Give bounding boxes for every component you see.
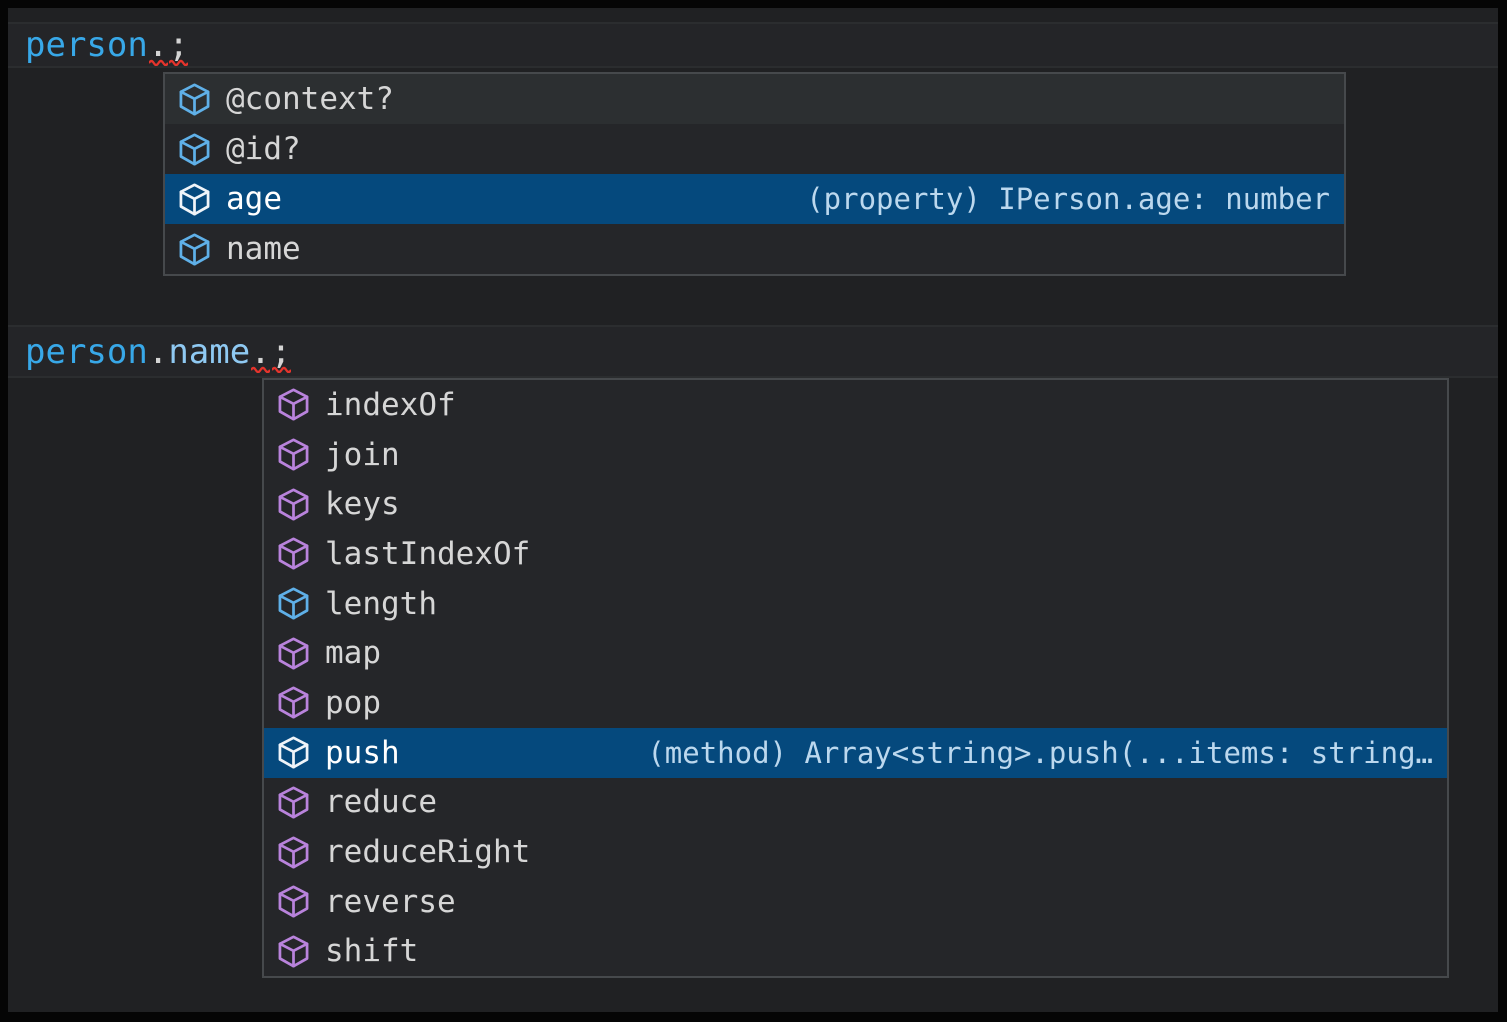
suggestion-item-id[interactable]: @id?	[165, 124, 1344, 174]
suggest-widget-person: @context? @id?	[163, 72, 1346, 276]
symbol-cube-icon	[175, 180, 213, 218]
token-semicolon-error: ;	[168, 25, 189, 66]
symbol-cube-icon	[274, 833, 312, 871]
symbol-cube-icon	[274, 634, 312, 672]
suggestion-item-push[interactable]: push (method) Array<string>.push(...item…	[264, 727, 1447, 778]
suggestion-item-join[interactable]: join	[264, 430, 1447, 480]
symbol-cube-icon	[175, 80, 213, 118]
suggestion-item-map[interactable]: map	[264, 628, 1447, 678]
symbol-cube-icon	[274, 783, 312, 821]
error-squiggle-icon	[251, 366, 271, 373]
suggestion-label: join	[325, 436, 400, 473]
suggestion-item-indexof[interactable]: indexOf	[264, 380, 1447, 430]
editor-line-2[interactable]: person.name.;	[8, 325, 1498, 378]
token-property-name: name	[168, 331, 251, 372]
symbol-cube-icon	[175, 130, 213, 168]
symbol-cube-icon	[274, 386, 312, 424]
suggestion-detail: (property) IPerson.age: number	[806, 182, 1330, 216]
suggestion-label: pop	[325, 684, 381, 721]
suggestion-label: reduce	[325, 784, 437, 821]
suggestion-label: @context?	[226, 81, 394, 117]
suggestion-item-reduce[interactable]: reduce	[264, 778, 1447, 828]
suggestion-label: name	[226, 231, 301, 267]
suggestion-label: shift	[325, 933, 419, 970]
suggestion-label: age	[226, 181, 282, 217]
token-dot: .	[147, 331, 169, 372]
symbol-cube-icon	[274, 684, 312, 722]
suggestion-item-lastindexof[interactable]: lastIndexOf	[264, 529, 1447, 579]
error-squiggle-icon	[169, 59, 189, 66]
symbol-cube-icon	[175, 230, 213, 268]
error-squiggle-icon	[148, 59, 168, 66]
symbol-cube-icon	[274, 932, 312, 970]
token-dot-error: .	[250, 331, 271, 373]
symbol-cube-icon	[274, 485, 312, 523]
suggestion-label: reverse	[325, 883, 456, 920]
suggestion-label: keys	[325, 486, 400, 523]
token-semicolon-error: ;	[270, 331, 292, 373]
suggestion-item-length[interactable]: length	[264, 579, 1447, 629]
suggest-widget-name: indexOf join	[262, 378, 1449, 979]
suggestion-item-reduceright[interactable]: reduceRight	[264, 827, 1447, 877]
suggestion-item-reverse[interactable]: reverse	[264, 877, 1447, 927]
symbol-cube-icon	[274, 436, 312, 474]
suggestion-item-shift[interactable]: shift	[264, 927, 1447, 977]
suggestion-item-name[interactable]: name	[165, 224, 1344, 274]
suggestion-label: lastIndexOf	[325, 535, 531, 572]
suggestion-item-pop[interactable]: pop	[264, 678, 1447, 728]
token-dot-error: .	[147, 25, 169, 66]
symbol-cube-icon	[274, 585, 312, 623]
token-variable-person: person	[25, 331, 148, 372]
suggestion-detail: (method) Array<string>.push(...items: st…	[647, 735, 1433, 770]
symbol-cube-icon	[274, 535, 312, 573]
code-editor[interactable]: person.; @context?	[8, 8, 1498, 1012]
token-variable-person: person	[25, 25, 148, 65]
suggestion-label: indexOf	[325, 386, 456, 423]
suggestion-item-age[interactable]: age (property) IPerson.age: number	[165, 174, 1344, 224]
suggestion-label: @id?	[226, 131, 301, 167]
editor-line-1[interactable]: person.;	[8, 22, 1498, 68]
suggestion-item-keys[interactable]: keys	[264, 479, 1447, 529]
suggestion-item-context[interactable]: @context?	[165, 74, 1344, 124]
symbol-cube-icon	[274, 883, 312, 921]
suggestion-label: push	[325, 734, 400, 771]
error-squiggle-icon	[271, 366, 291, 373]
symbol-cube-icon	[274, 734, 312, 772]
suggestion-label: reduceRight	[325, 834, 531, 871]
suggestion-label: map	[325, 635, 381, 672]
suggestion-label: length	[325, 585, 437, 622]
